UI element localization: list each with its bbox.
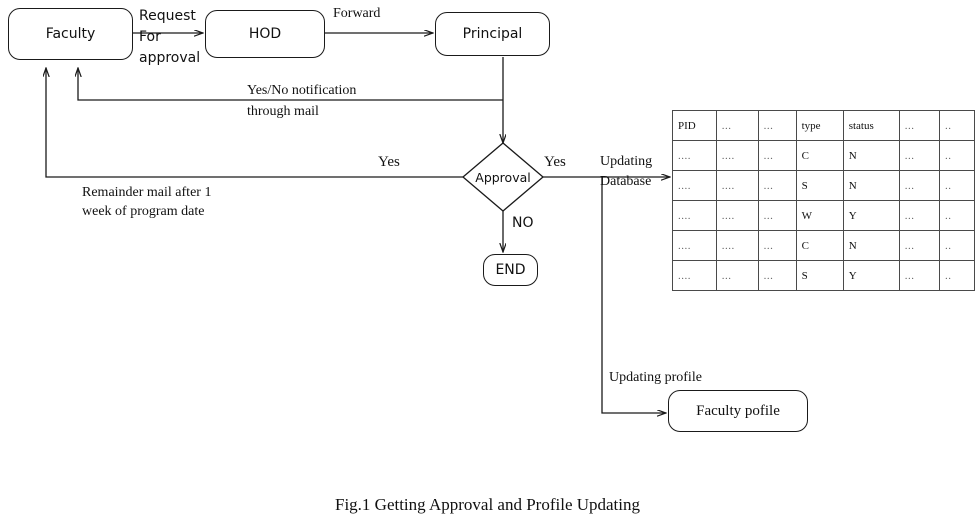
table-cell: .... [715, 200, 759, 231]
table-cell: S [795, 260, 844, 291]
table-cell: S [795, 170, 844, 201]
table-cell: .... [715, 170, 759, 201]
table-cell: C [795, 140, 844, 171]
node-principal-label: Principal [462, 26, 523, 42]
table-cell: .... [672, 230, 717, 261]
label-yes-left: Yes [378, 154, 400, 170]
edge-database-to-profile [601, 177, 666, 413]
table-cell: .... [715, 230, 759, 261]
approval-diamond-shape [461, 142, 545, 212]
table-cell: W [795, 200, 844, 231]
table-cell: Y [842, 200, 900, 231]
table-cell: Y [842, 260, 900, 291]
table-cell: ... [898, 140, 941, 171]
node-faculty-profile-label: Faculty pofile [696, 402, 780, 419]
table-cell: N [842, 140, 900, 171]
table-cell: .. [939, 170, 975, 201]
edge-notification-to-faculty [78, 68, 503, 101]
table-cell: ... [757, 260, 797, 291]
figure-caption: Fig.1 Getting Approval and Profile Updat… [334, 495, 641, 514]
table-cell: N [842, 170, 900, 201]
table-cell: ... [757, 230, 797, 261]
label-updating-profile: Updating profile [609, 370, 702, 385]
table-cell: .. [939, 230, 975, 261]
table-header-cell: status [842, 110, 900, 141]
table-header-cell: ... [715, 110, 759, 141]
table-cell: ... [898, 260, 941, 291]
table-cell: ... [757, 200, 797, 231]
edge-approval-yes-to-faculty [46, 68, 463, 178]
table-header-cell: .. [939, 110, 975, 141]
label-yes-right: Yes [544, 154, 566, 170]
table-cell: C [795, 230, 844, 261]
node-end-label: END [495, 262, 526, 278]
table-header-cell: ... [898, 110, 941, 141]
node-hod-label: HOD [248, 26, 282, 42]
node-principal[interactable]: Principal [435, 12, 550, 56]
table-cell: .... [672, 260, 717, 291]
table-header-cell: PID [672, 110, 717, 141]
label-notification: Yes/No notification through mail [247, 83, 357, 119]
label-remainder-mail: Remainder mail after 1 week of program d… [82, 185, 212, 219]
table-cell: ... [757, 170, 797, 201]
table-cell: N [842, 230, 900, 261]
label-updating-database: Updating Database [600, 154, 653, 189]
node-faculty[interactable]: Faculty [8, 8, 133, 60]
label-forward: Forward [333, 6, 381, 21]
node-faculty-label: Faculty [45, 26, 96, 42]
table-cell: ... [898, 200, 941, 231]
table-cell: .. [939, 260, 975, 291]
node-approval-decision[interactable]: Approval [463, 143, 543, 211]
table-cell: .... [672, 170, 717, 201]
label-no: NO [512, 215, 534, 231]
node-hod[interactable]: HOD [205, 10, 325, 58]
node-end[interactable]: END [483, 254, 538, 286]
node-faculty-profile[interactable]: Faculty pofile [668, 390, 808, 432]
table-cell: .. [939, 200, 975, 231]
label-request-for-approval: Request For approval [139, 8, 201, 66]
table-header-cell: type [795, 110, 844, 141]
table-header-cell: ... [757, 110, 797, 141]
table-cell: .. [939, 140, 975, 171]
table-cell: ... [757, 140, 797, 171]
table-cell: ... [898, 170, 941, 201]
table-cell: ... [898, 230, 941, 261]
table-cell: .... [672, 200, 717, 231]
table-cell: .... [715, 140, 759, 171]
table-cell: .... [672, 140, 717, 171]
node-approval-label: Approval [475, 169, 531, 185]
table-cell: ... [715, 260, 759, 291]
